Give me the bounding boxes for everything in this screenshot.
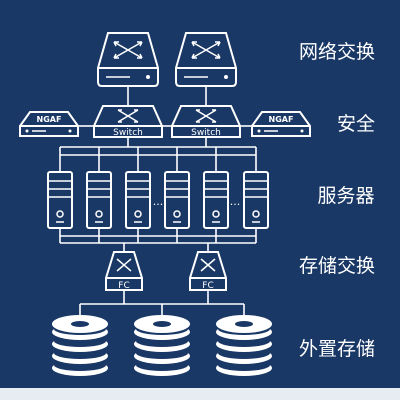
ellipsis-left: ... — [153, 195, 164, 208]
server-bus — [59, 137, 257, 172]
server-1 — [47, 171, 73, 229]
fc-label: FC — [118, 281, 129, 291]
firewall-right: NGAF — [251, 111, 311, 137]
fc-switch-right: FC — [189, 251, 227, 291]
layer-label-servers: 服务器 — [317, 185, 374, 207]
server-5 — [203, 171, 229, 229]
firewall-label: NGAF — [37, 115, 62, 124]
disk-stack-3 — [216, 315, 272, 376]
ellipsis-right: ... — [230, 195, 241, 208]
disk-stack-2 — [134, 315, 190, 376]
switch-label: Switch — [191, 128, 221, 138]
crossover-arrows-icon — [116, 258, 132, 272]
bottom-strip — [0, 388, 400, 400]
layer-label-storage-switch: 存储交换 — [299, 255, 375, 277]
fc-label: FC — [202, 281, 213, 291]
server-4 — [164, 171, 190, 229]
status-led-icon — [257, 129, 261, 133]
layer-label-network: 网络交换 — [299, 41, 375, 63]
storage-links — [79, 290, 245, 316]
layer-label-security: 安全 — [337, 113, 375, 135]
crossover-arrows-icon — [191, 41, 221, 59]
core-switch-right: Switch — [171, 105, 241, 138]
network-switch-right — [175, 32, 237, 87]
firewall-label: NGAF — [269, 115, 294, 124]
server-2 — [86, 171, 112, 229]
storage-bus — [59, 228, 257, 252]
status-led-icon — [25, 129, 29, 133]
server-3 — [125, 171, 151, 229]
crossover-arrows-icon — [195, 109, 217, 123]
crossover-arrows-icon — [200, 258, 216, 272]
layer-label-external-storage: 外置存储 — [299, 338, 375, 360]
crossover-arrows-icon — [117, 109, 139, 123]
disk-stack-1 — [52, 315, 108, 376]
core-switch-left: Switch — [93, 105, 163, 138]
fc-switch-left: FC — [105, 251, 143, 291]
crossover-arrows-icon — [113, 41, 143, 59]
switch-label: Switch — [113, 128, 143, 138]
server-6 — [243, 171, 269, 229]
network-switch-left — [97, 32, 159, 87]
firewall-left: NGAF — [19, 111, 79, 137]
